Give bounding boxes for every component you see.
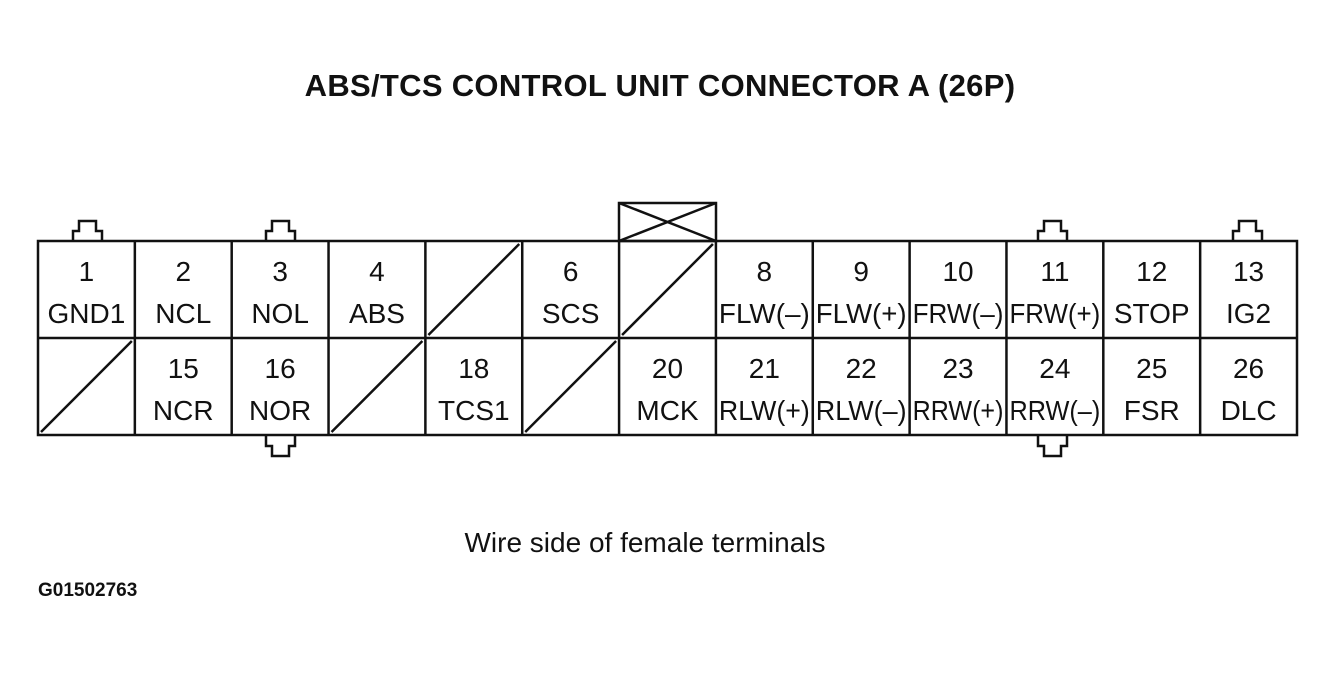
terminal-signal-label: MCK bbox=[636, 395, 699, 426]
terminal-number: 8 bbox=[757, 256, 773, 287]
terminal-signal-label: RLW(–) bbox=[816, 395, 907, 426]
terminal-signal-label: FRW(+) bbox=[1009, 298, 1100, 329]
terminal-signal-label: GND1 bbox=[48, 298, 126, 329]
terminal-number: 12 bbox=[1136, 256, 1167, 287]
terminal-signal-label: STOP bbox=[1114, 298, 1190, 329]
terminal-signal-label: TCS1 bbox=[438, 395, 510, 426]
empty-terminal-slash bbox=[330, 340, 424, 433]
empty-terminal-slash bbox=[524, 340, 617, 433]
terminal-signal-label: RLW(+) bbox=[719, 395, 810, 426]
terminal-number: 22 bbox=[846, 353, 877, 384]
terminal-signal-label: NOR bbox=[249, 395, 311, 426]
terminal-number: 10 bbox=[942, 256, 973, 287]
empty-terminal-slash bbox=[40, 340, 133, 433]
terminal-signal-label: FLW(–) bbox=[719, 298, 810, 329]
terminal-signal-label: SCS bbox=[542, 298, 600, 329]
terminal-signal-label: IG2 bbox=[1226, 298, 1271, 329]
terminal-number: 15 bbox=[168, 353, 199, 384]
terminal-signal-label: RRW(–) bbox=[1009, 395, 1100, 426]
terminal-signal-label: DLC bbox=[1221, 395, 1277, 426]
terminal-number: 2 bbox=[175, 256, 191, 287]
diagram-title: ABS/TCS CONTROL UNIT CONNECTOR A (26P) bbox=[304, 68, 1016, 103]
terminal-signal-label: FSR bbox=[1124, 395, 1180, 426]
terminal-number: 4 bbox=[369, 256, 385, 287]
terminal-signal-label: FRW(–) bbox=[913, 298, 1004, 329]
terminal-number: 1 bbox=[79, 256, 95, 287]
terminal-signal-label: NOL bbox=[251, 298, 309, 329]
terminal-signal-label: RRW(+) bbox=[913, 395, 1004, 426]
terminal-number: 23 bbox=[942, 353, 973, 384]
connector-lock-tab bbox=[617, 201, 718, 243]
terminal-number: 24 bbox=[1039, 353, 1070, 384]
terminal-signal-label: NCR bbox=[153, 395, 214, 426]
empty-terminal-slash bbox=[427, 243, 521, 336]
empty-terminal-slash bbox=[621, 243, 714, 336]
figure-id: G01502763 bbox=[38, 580, 138, 601]
terminal-number: 6 bbox=[563, 256, 579, 287]
terminal-signal-label: NCL bbox=[155, 298, 211, 329]
terminal-number: 26 bbox=[1233, 353, 1264, 384]
terminal-number: 20 bbox=[652, 353, 683, 384]
terminal-number: 21 bbox=[749, 353, 780, 384]
terminal-number: 13 bbox=[1233, 256, 1264, 287]
diagram-caption: Wire side of female terminals bbox=[464, 527, 826, 558]
terminal-signal-label: FLW(+) bbox=[816, 298, 907, 329]
terminal-number: 11 bbox=[1040, 256, 1069, 287]
terminal-number: 18 bbox=[458, 353, 489, 384]
terminal-signal-label: ABS bbox=[349, 298, 405, 329]
terminal-number: 9 bbox=[853, 256, 869, 287]
terminal-number: 16 bbox=[265, 353, 296, 384]
terminal-number: 3 bbox=[272, 256, 288, 287]
connector-keys bbox=[71, 219, 1264, 458]
terminal-number: 25 bbox=[1136, 353, 1167, 384]
